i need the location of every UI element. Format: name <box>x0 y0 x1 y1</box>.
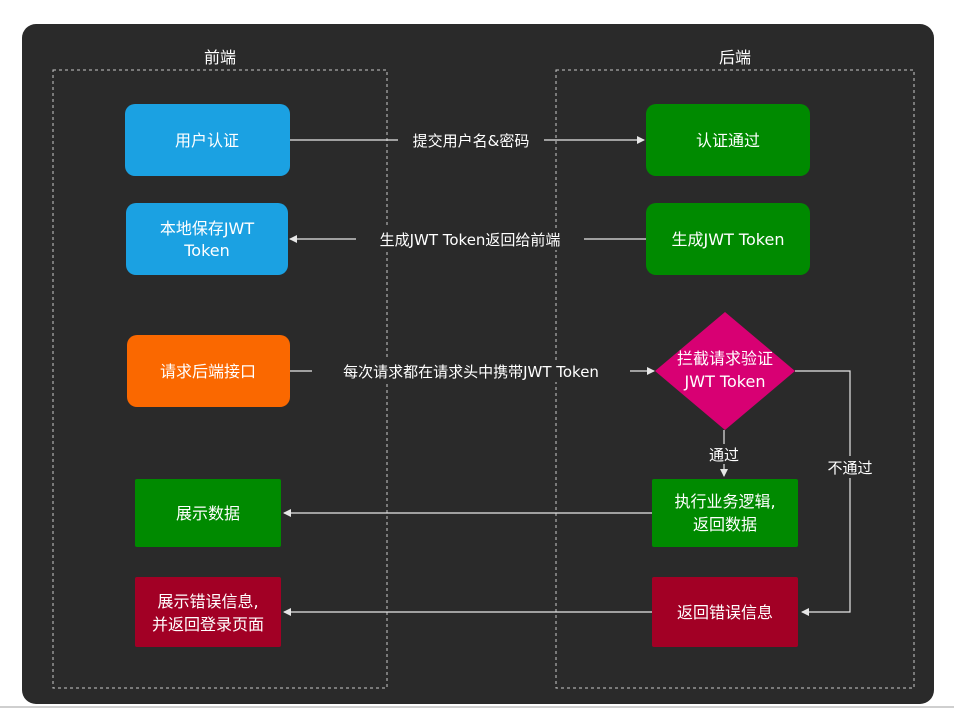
node-user-auth-label: 用户认证 <box>175 131 239 150</box>
edge-label-return-token: 生成JWT Token返回给前端 <box>380 231 561 249</box>
edge-carry-token: 每次请求都在请求头中携带JWT Token <box>290 360 655 382</box>
edge-label-carry-token: 每次请求都在请求头中携带JWT Token <box>343 363 599 381</box>
node-auth-passed-label: 认证通过 <box>696 131 760 150</box>
node-intercept-verify: 拦截请求验证 JWT Token <box>655 312 795 430</box>
lane-backend: 后端 <box>555 48 915 689</box>
node-show-error: 展示错误信息, 并返回登录页面 <box>135 577 281 647</box>
node-return-error-label: 返回错误信息 <box>677 603 773 622</box>
lane-backend-title: 后端 <box>719 48 751 67</box>
node-intercept-verify-label-line2: JWT Token <box>684 372 766 391</box>
edge-return-token: 生成JWT Token返回给前端 <box>289 228 646 250</box>
node-return-error: 返回错误信息 <box>652 577 798 647</box>
edge-passed: 通过 <box>702 430 746 477</box>
edge-label-submit-credentials: 提交用户名&密码 <box>413 132 530 150</box>
node-intercept-verify-label-line1: 拦截请求验证 <box>677 349 773 368</box>
node-show-data-label: 展示数据 <box>176 504 240 523</box>
node-exec-logic-label-line2: 返回数据 <box>693 515 757 534</box>
node-request-api: 请求后端接口 <box>127 335 290 407</box>
node-gen-token-label: 生成JWT Token <box>672 230 785 249</box>
lane-frontend-title: 前端 <box>204 48 236 67</box>
edge-label-passed: 通过 <box>709 446 739 464</box>
node-store-token-label-line1: 本地保存JWT <box>160 219 255 238</box>
node-show-error-label-line1: 展示错误信息, <box>157 592 258 611</box>
node-show-data: 展示数据 <box>135 479 281 547</box>
node-store-token-label-line2: Token <box>183 241 230 260</box>
node-show-error-label-line2: 并返回登录页面 <box>152 615 264 634</box>
edge-submit-credentials: 提交用户名&密码 <box>290 129 645 151</box>
lane-backend-border <box>555 69 915 689</box>
node-auth-passed: 认证通过 <box>646 104 810 176</box>
node-store-token: 本地保存JWT Token <box>126 203 288 275</box>
edges: 提交用户名&密码 生成JWT Token返回给前端 每次请求都在请求头中携带JW… <box>283 129 880 616</box>
edge-label-not-passed: 不通过 <box>827 459 872 477</box>
node-exec-logic: 执行业务逻辑, 返回数据 <box>652 479 798 547</box>
node-request-api-label: 请求后端接口 <box>160 362 256 381</box>
edge-not-passed: 不通过 <box>795 370 880 616</box>
node-exec-logic-label-line1: 执行业务逻辑, <box>674 492 775 511</box>
node-gen-token: 生成JWT Token <box>646 203 810 275</box>
node-user-auth: 用户认证 <box>125 104 290 176</box>
